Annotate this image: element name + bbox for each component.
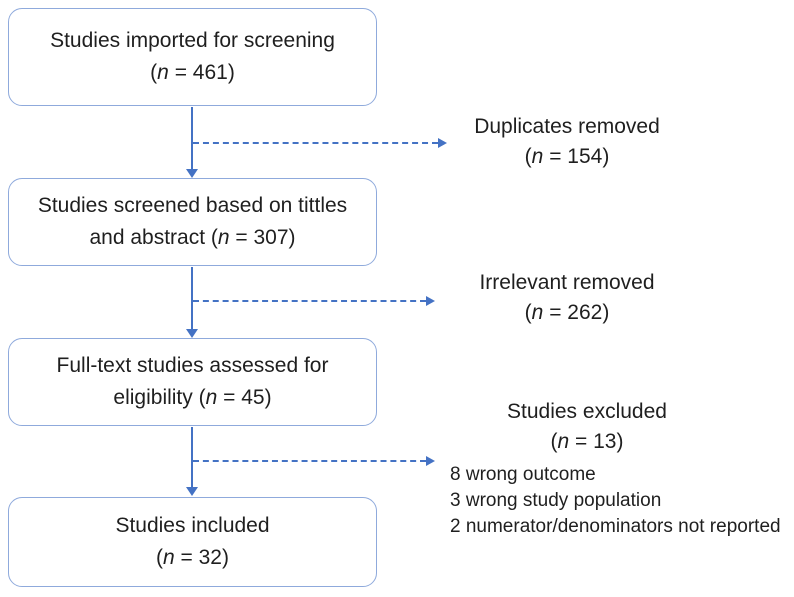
box-imported-line2: (n = 461) <box>150 61 235 84</box>
flow-box-fulltext: Full-text studies assessed for eligibili… <box>8 338 377 426</box>
dashed-arrowhead-duplicates <box>438 138 447 148</box>
exclusion-reasons-list: 8 wrong outcome 3 wrong study population… <box>450 462 781 540</box>
dashed-arrowhead-irrelevant <box>426 296 435 306</box>
note-irrelevant: Irrelevant removed (n = 262) <box>440 268 694 328</box>
flow-box-imported: Studies imported for screening (n = 461) <box>8 8 377 106</box>
box-included-line2: (n = 32) <box>156 546 229 569</box>
box-screened-line1: Studies screened based on tittles <box>37 194 348 217</box>
down-arrowhead-3 <box>186 487 198 496</box>
note-duplicates-line2: (n = 154) <box>524 145 610 168</box>
down-arrowhead-2 <box>186 329 198 338</box>
box-fulltext-line2: eligibility (n = 45) <box>113 386 272 409</box>
note-irrelevant-line1: Irrelevant removed <box>479 271 655 294</box>
down-arrowhead-1 <box>186 169 198 178</box>
note-excluded-line2: (n = 13) <box>550 430 624 453</box>
box-imported-line1: Studies imported for screening <box>50 29 335 52</box>
down-arrow-3 <box>191 427 193 488</box>
flow-box-included: Studies included (n = 32) <box>8 497 377 587</box>
note-excluded-line1: Studies excluded <box>507 400 667 423</box>
down-arrow-2 <box>191 267 193 330</box>
box-screened-line2: and abstract (n = 307) <box>89 226 296 249</box>
exclusion-reason-3: 2 numerator/denominators not reported <box>450 516 781 537</box>
dashed-arrow-irrelevant <box>193 300 426 302</box>
box-included-line1: Studies included <box>115 514 270 537</box>
note-excluded: Studies excluded (n = 13) <box>460 397 714 457</box>
note-irrelevant-line2: (n = 262) <box>524 301 610 324</box>
box-fulltext-line1: Full-text studies assessed for <box>56 354 329 377</box>
exclusion-reason-2: 3 wrong study population <box>450 490 662 511</box>
note-duplicates: Duplicates removed (n = 154) <box>440 112 694 172</box>
flow-box-screened: Studies screened based on tittles and ab… <box>8 178 377 266</box>
dashed-arrow-excluded <box>193 460 426 462</box>
note-duplicates-line1: Duplicates removed <box>474 115 660 138</box>
down-arrow-1 <box>191 107 193 170</box>
dashed-arrowhead-excluded <box>426 456 435 466</box>
exclusion-reason-1: 8 wrong outcome <box>450 464 596 485</box>
dashed-arrow-duplicates <box>193 142 438 144</box>
